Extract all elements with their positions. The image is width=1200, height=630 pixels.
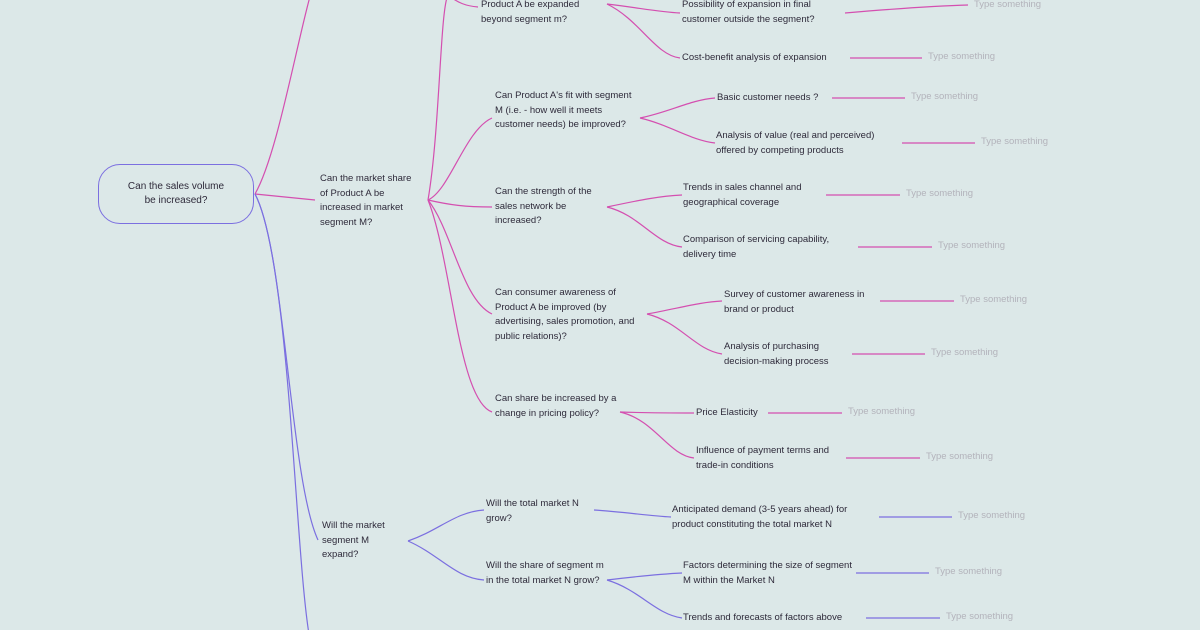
node-sales-channel-trends[interactable]: Trends in sales channel and geographical… — [683, 182, 802, 208]
node-market-share[interactable]: Can the market share of Product A be inc… — [320, 173, 412, 228]
placeholder-size-factors[interactable]: Type something — [935, 566, 1003, 577]
node-anticipated-demand[interactable]: Anticipated demand (3-5 years ahead) for… — [672, 504, 848, 530]
link-share-top — [427, 0, 447, 201]
link-root-share — [254, 193, 316, 201]
link-expand-share — [407, 540, 485, 581]
link-segment-possibility — [606, 3, 681, 14]
link-segshare-trends — [606, 579, 683, 619]
link-awareness-process — [646, 313, 723, 355]
node-purchasing-process[interactable]: Analysis of purchasing decision-making p… — [724, 341, 829, 367]
node-payment-terms[interactable]: Influence of payment terms and trade-in … — [696, 445, 830, 471]
link-pricing-payment — [619, 411, 695, 459]
link-network-trends — [606, 194, 683, 208]
placeholder-elasticity[interactable]: Type something — [848, 406, 916, 417]
link-fit-value — [639, 117, 716, 144]
link-root-bottom — [254, 193, 309, 630]
node-segment-share[interactable]: Will the share of segment m in the total… — [486, 560, 604, 586]
placeholder-possibility[interactable]: Type something — [974, 0, 1042, 10]
link-segshare-factors — [606, 572, 683, 581]
placeholder-servicing[interactable]: Type something — [938, 240, 1006, 251]
placeholder-basic-needs[interactable]: Type something — [911, 91, 979, 102]
link-pricing-elasticity — [619, 411, 695, 414]
link-awareness-survey — [646, 300, 723, 315]
placeholder-awareness-survey[interactable]: Type something — [960, 294, 1028, 305]
node-awareness-survey[interactable]: Survey of customer awareness in brand or… — [724, 289, 865, 315]
link-expand-total — [407, 509, 485, 542]
node-cost-benefit[interactable]: Cost-benefit analysis of expansion — [682, 52, 827, 63]
root-node[interactable]: Can the sales volume be increased? — [98, 164, 254, 224]
node-factor-trends[interactable]: Trends and forecasts of factors above — [683, 612, 843, 623]
link-share-network — [427, 199, 493, 208]
node-value-analysis[interactable]: Analysis of value (real and perceived) o… — [716, 130, 875, 156]
link-share-awareness — [427, 199, 493, 315]
node-segment-expand[interactable]: Will the market segment M expand? — [322, 520, 385, 560]
placeholder-purchasing[interactable]: Type something — [931, 347, 999, 358]
node-basic-needs[interactable]: Basic customer needs ? — [717, 92, 819, 103]
placeholder-sales-channel[interactable]: Type something — [906, 188, 974, 199]
placeholder-factor-trends[interactable]: Type something — [946, 611, 1014, 622]
node-total-market[interactable]: Will the total market N grow? — [486, 498, 579, 524]
link-top-segment — [453, 0, 479, 8]
node-product-fit[interactable]: Can Product A's fit with segment M (i.e.… — [495, 90, 632, 130]
node-possibility-expansion[interactable]: Possibility of expansion in final custom… — [682, 0, 815, 25]
node-beyond-segment[interactable]: Product A be expanded beyond segment m? — [481, 0, 580, 25]
link-share-fit — [427, 117, 493, 201]
link-possibility-ph — [844, 4, 969, 14]
node-consumer-awareness[interactable]: Can consumer awareness of Product A be i… — [495, 287, 635, 342]
node-sales-network[interactable]: Can the strength of the sales network be… — [495, 186, 592, 226]
placeholder-value-analysis[interactable]: Type something — [981, 136, 1049, 147]
node-size-factors[interactable]: Factors determining the size of segment … — [683, 560, 852, 586]
link-total-demand — [593, 509, 672, 518]
link-segment-cost — [606, 3, 681, 59]
node-price-elasticity[interactable]: Price Elasticity — [696, 407, 758, 418]
link-root-top — [254, 0, 310, 195]
link-share-pricing — [427, 199, 493, 413]
placeholder-demand[interactable]: Type something — [958, 510, 1026, 521]
node-pricing-policy[interactable]: Can share be increased by a change in pr… — [495, 393, 617, 419]
link-network-servicing — [606, 206, 683, 248]
placeholder-cost-benefit[interactable]: Type something — [928, 51, 996, 62]
placeholder-payment[interactable]: Type something — [926, 451, 994, 462]
link-fit-basic — [639, 97, 716, 119]
root-node-label: Can the sales volume be increased? — [127, 181, 225, 206]
node-servicing-comparison[interactable]: Comparison of servicing capability, deli… — [683, 234, 830, 260]
